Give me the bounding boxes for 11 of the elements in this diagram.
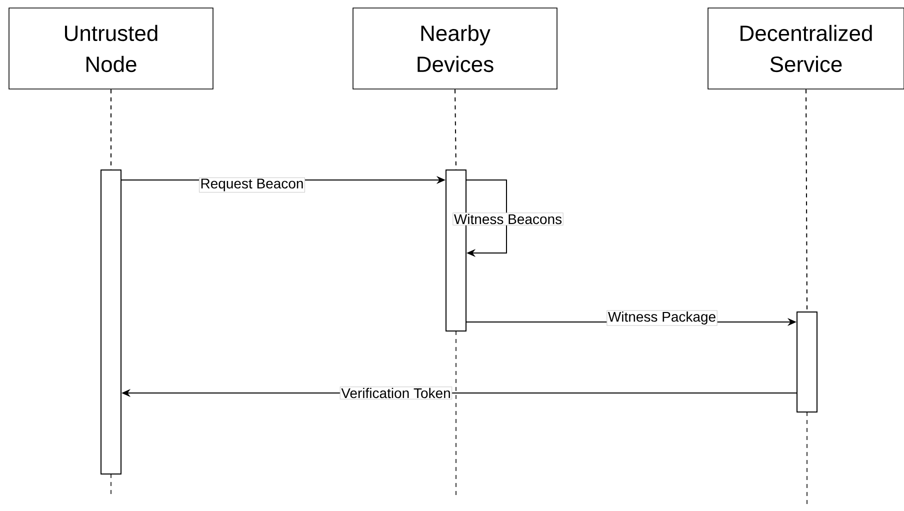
edge-label: Request Beacon: [199, 177, 306, 193]
lifeline: [806, 88, 808, 312]
participant-box: Untrusted Node: [8, 8, 214, 90]
self-message-arrow: [466, 180, 507, 258]
participant-box: Nearby Devices: [352, 8, 558, 90]
activation-bar: [796, 312, 818, 412]
edge-label: Verification Token: [340, 386, 452, 400]
activation-bar: [100, 170, 122, 474]
edge-label: Witness Beacons: [452, 212, 564, 226]
edge-label: Witness Package: [606, 310, 718, 326]
participant-box: Decentralized Service: [708, 8, 904, 90]
